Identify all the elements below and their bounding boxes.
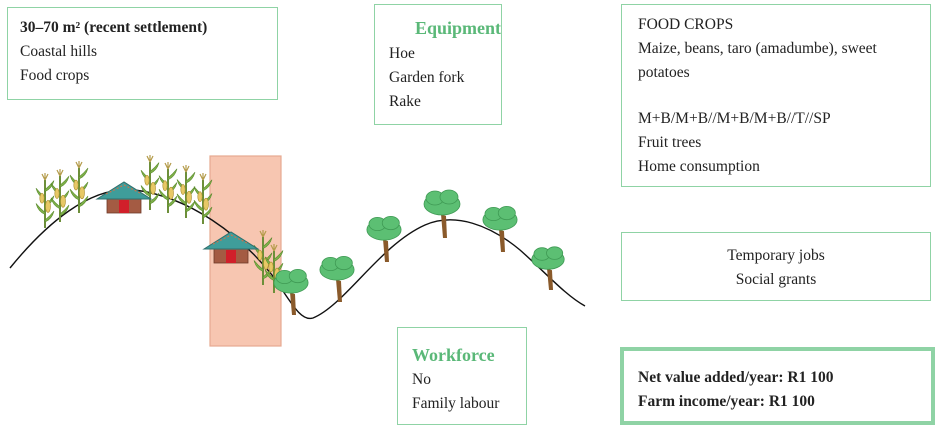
equipment-item: Hoe: [389, 45, 415, 62]
maize-plant-icon: [69, 161, 89, 213]
maize-plant-icon: [35, 173, 55, 228]
crops-heading: FOOD CROPS: [638, 16, 734, 33]
equipment-item: Garden fork: [389, 69, 465, 86]
fruit-tree-icon: [366, 216, 402, 262]
workforce-item: Family labour: [412, 395, 500, 412]
maize-plant-icon: [50, 169, 70, 222]
food-crops-box: FOOD CROPS Maize, beans, taro (amadumbe)…: [621, 4, 931, 187]
net-value-added: Net value added/year: R1 100: [638, 369, 834, 386]
fruit-tree-icon: [273, 268, 309, 315]
area-title: 30–70 m² (recent settlement): [20, 19, 208, 36]
area-crops: Food crops: [20, 67, 90, 84]
fruit-tree-icon: [531, 246, 565, 290]
crop-rotation: M+B/M+B//M+B/M+B//T//SP: [638, 110, 831, 127]
off-farm-income-box: Temporary jobs Social grants: [621, 232, 931, 301]
equipment-box: Equipment Hoe Garden fork Rake: [374, 4, 502, 125]
equipment-item: Rake: [389, 93, 421, 110]
crops-use: Home consumption: [638, 158, 760, 175]
workforce-item: No: [412, 371, 431, 388]
area-info-box: 30–70 m² (recent settlement) Coastal hil…: [7, 7, 278, 100]
income-summary-box: Net value added/year: R1 100 Farm income…: [620, 347, 935, 425]
income-source: Temporary jobs: [727, 247, 825, 264]
maize-plant-icon: [140, 155, 160, 210]
crops-list: Maize, beans, taro (amadumbe), sweet pot…: [638, 40, 877, 81]
fruit-tree-icon: [482, 206, 518, 252]
workforce-box: Workforce No Family labour: [397, 327, 527, 425]
income-source: Social grants: [735, 271, 817, 288]
maize-plant-icon: [176, 165, 196, 218]
equipment-heading: Equipment: [415, 18, 502, 38]
workforce-heading: Workforce: [412, 345, 495, 365]
crops-trees: Fruit trees: [638, 134, 702, 151]
hut-icon: [95, 181, 153, 214]
maize-plant-icon: [193, 173, 213, 224]
fruit-tree-icon: [423, 189, 461, 238]
maize-plant-icon: [158, 162, 178, 213]
crops-spacer: [638, 85, 918, 107]
area-location: Coastal hills: [20, 43, 98, 60]
farm-income: Farm income/year: R1 100: [638, 393, 815, 410]
fruit-tree-icon: [319, 255, 355, 302]
hut-icon: [202, 231, 260, 264]
